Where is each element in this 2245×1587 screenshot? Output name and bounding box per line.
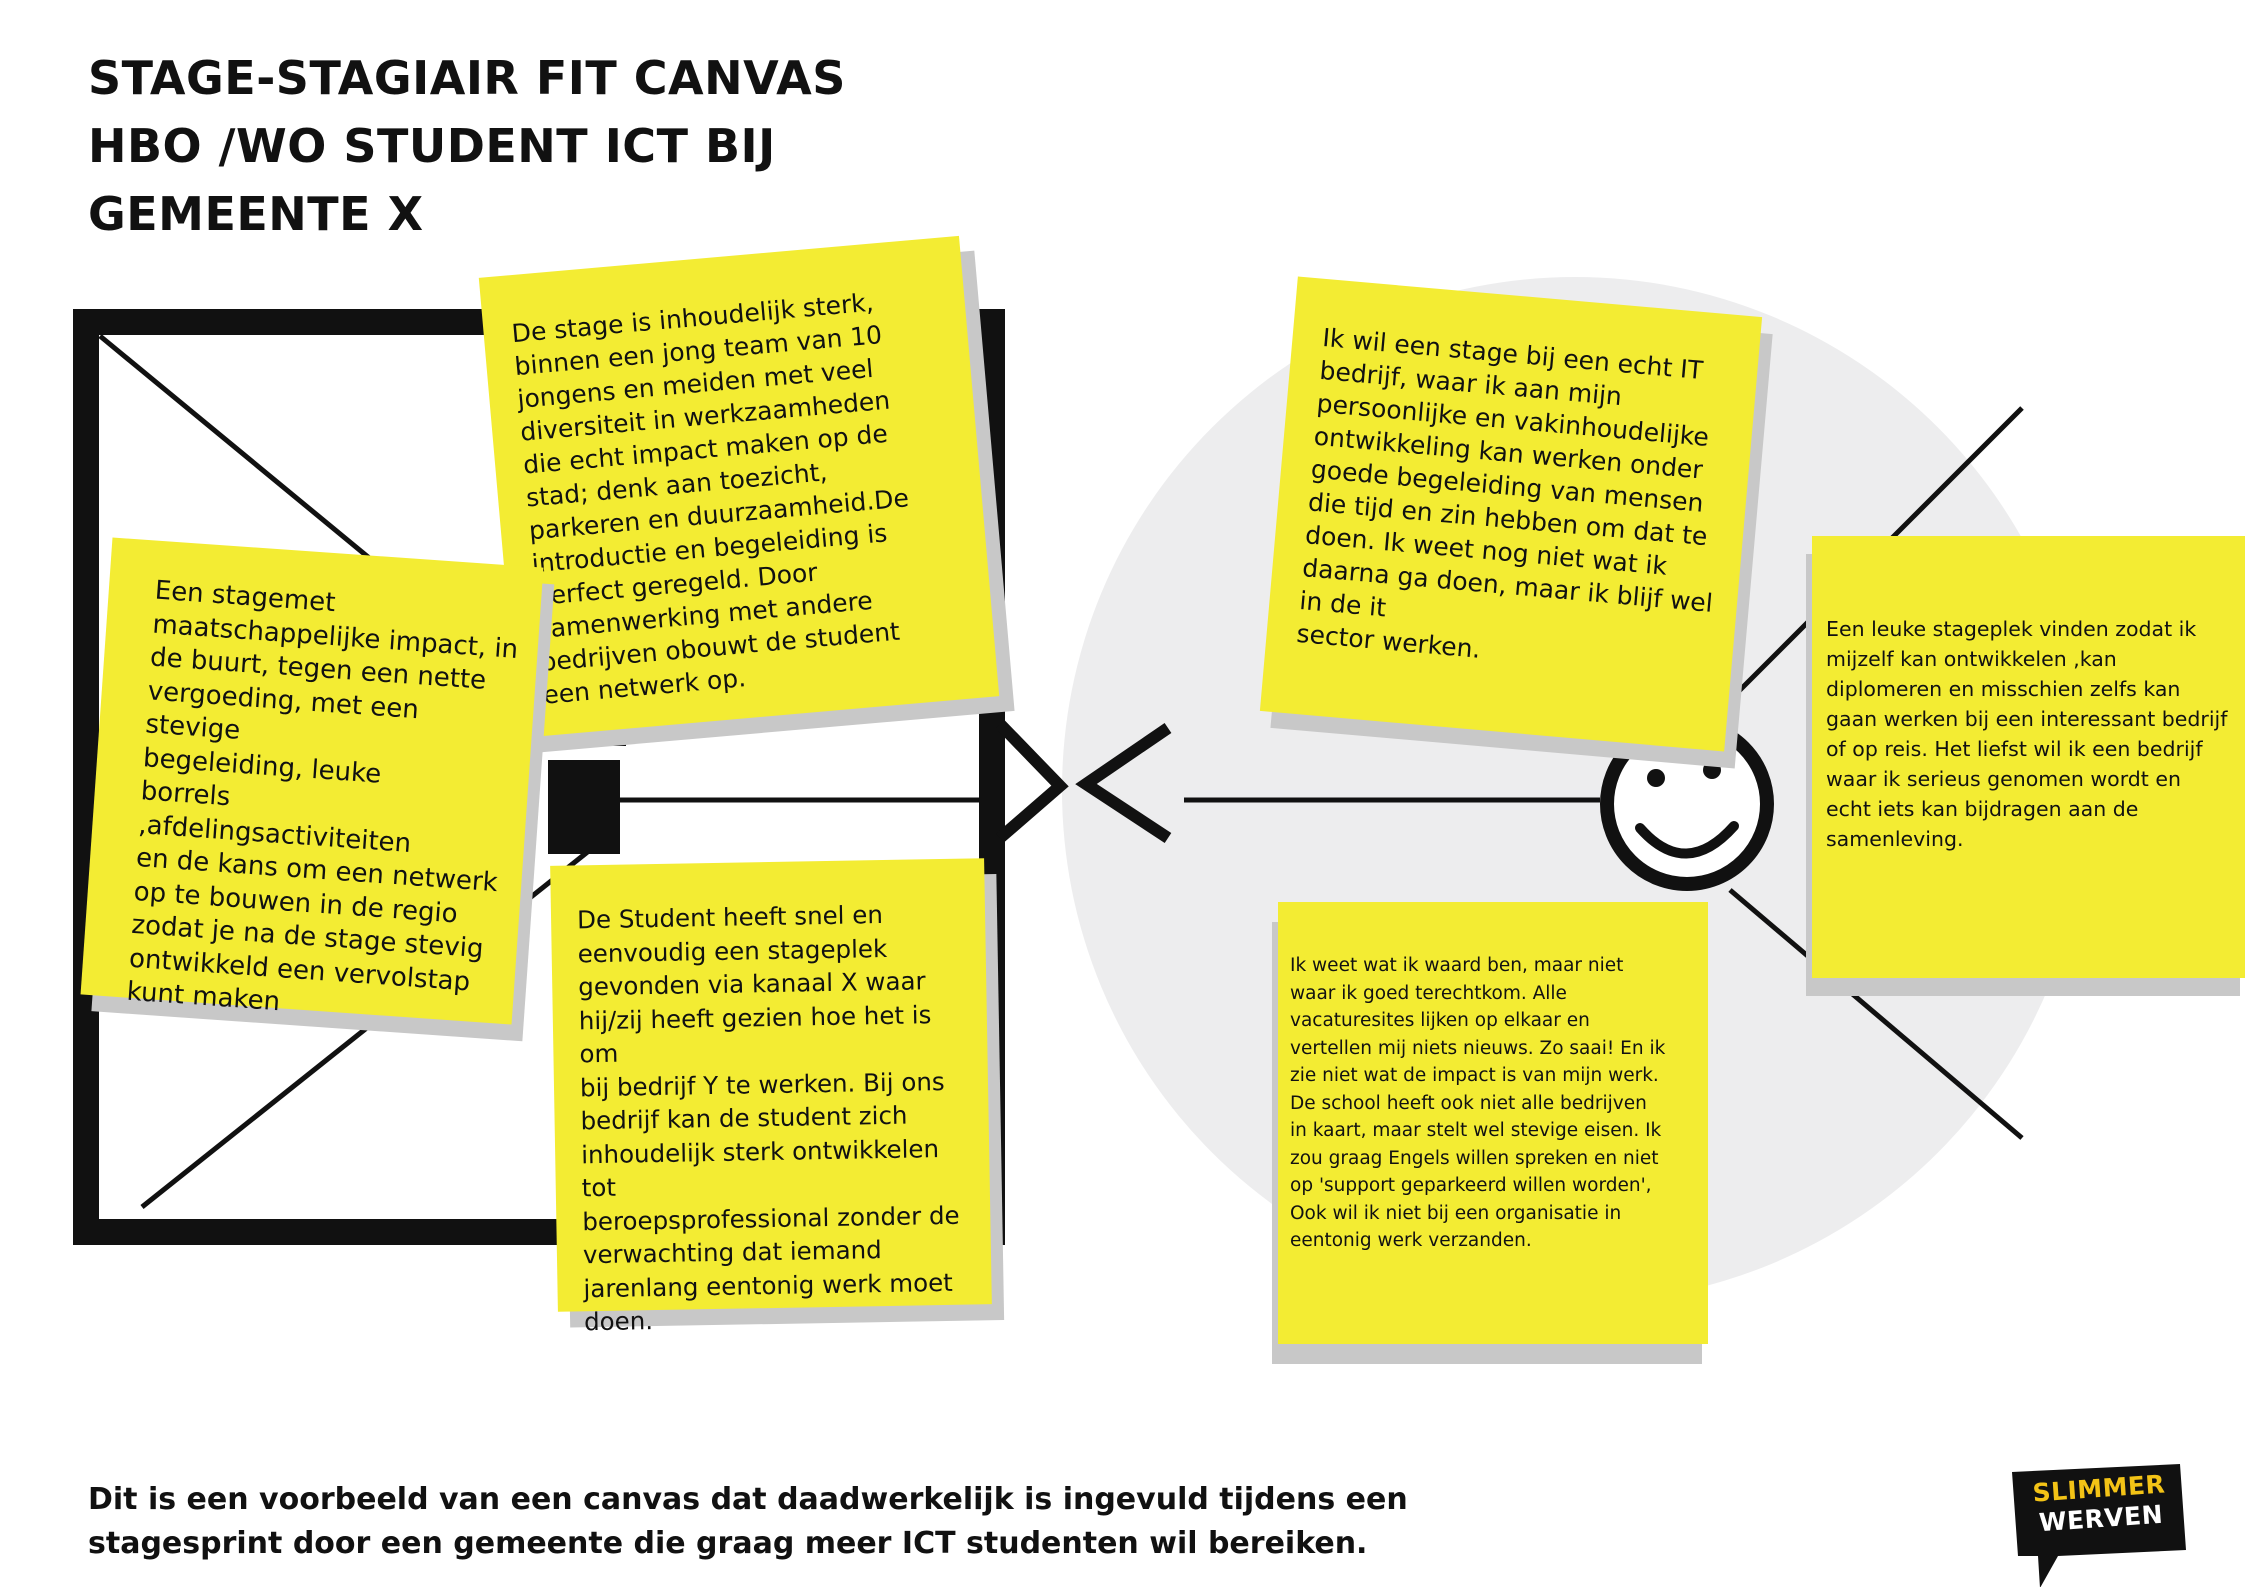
note-student-pain-text: Ik weet wat ik waard ben, maar niet waar… [1290, 955, 1666, 1251]
smiley-mouth [1635, 821, 1739, 859]
note-student-pain: Ik weet wat ik waard ben, maar niet waar… [1272, 902, 1708, 1364]
note-student-gain-text: Een leuke stageplek vinden zodat ik mijz… [1826, 617, 2228, 851]
note-student-found-text: De Student heeft snel en eenvoudig een s… [576, 900, 960, 1337]
title-line-1: STAGE-STAGIAIR FIT CANVAS [88, 51, 846, 105]
note-student-wish: Ik wil een stage bij een echt IT bedrijf… [1259, 276, 1773, 769]
smiley-eye-left [1647, 769, 1665, 787]
note-stage-offer: Een stagemet maatschappelijke impact, in… [80, 537, 555, 1042]
title-line-3: GEMEENTE X [88, 187, 424, 241]
slimmer-werven-logo: SLIMMER WERVEN [2024, 1469, 2176, 1539]
note-student-found: De Student heeft snel en eenvoudig een s… [550, 858, 1005, 1336]
note-stage-offer-text: Een stagemet maatschappelijke impact, in… [125, 575, 520, 1018]
canvas-title: STAGE-STAGIAIR FIT CANVAS HBO /WO STUDEN… [88, 44, 846, 248]
note-student-gain: Een leuke stageplek vinden zodat ik mijz… [1806, 536, 2245, 996]
gift-icon-body [548, 760, 620, 854]
title-line-2: HBO /WO STUDENT ICT BIJ [88, 119, 776, 173]
footer-line-1: Dit is een voorbeeld van een canvas dat … [88, 1482, 1408, 1517]
note-student-wish-text: Ik wil een stage bij een echt IT bedrijf… [1295, 322, 1714, 664]
footer-line-2: stagesprint door een gemeente die graag … [88, 1526, 1368, 1561]
fit-connector-left-chevron [995, 719, 1069, 843]
slimmer-werven-logo-shape [2012, 1464, 2186, 1587]
note-stage-description: De stage is inhoudelijk sterk, binnen ee… [478, 235, 1015, 753]
fit-connector-right-chevron [1075, 723, 1172, 844]
footer-caption: Dit is een voorbeeld van een canvas dat … [88, 1478, 1408, 1566]
note-stage-description-text: De stage is inhoudelijk sterk, binnen ee… [510, 287, 910, 710]
circle-spoke-lower [1728, 888, 2024, 1140]
